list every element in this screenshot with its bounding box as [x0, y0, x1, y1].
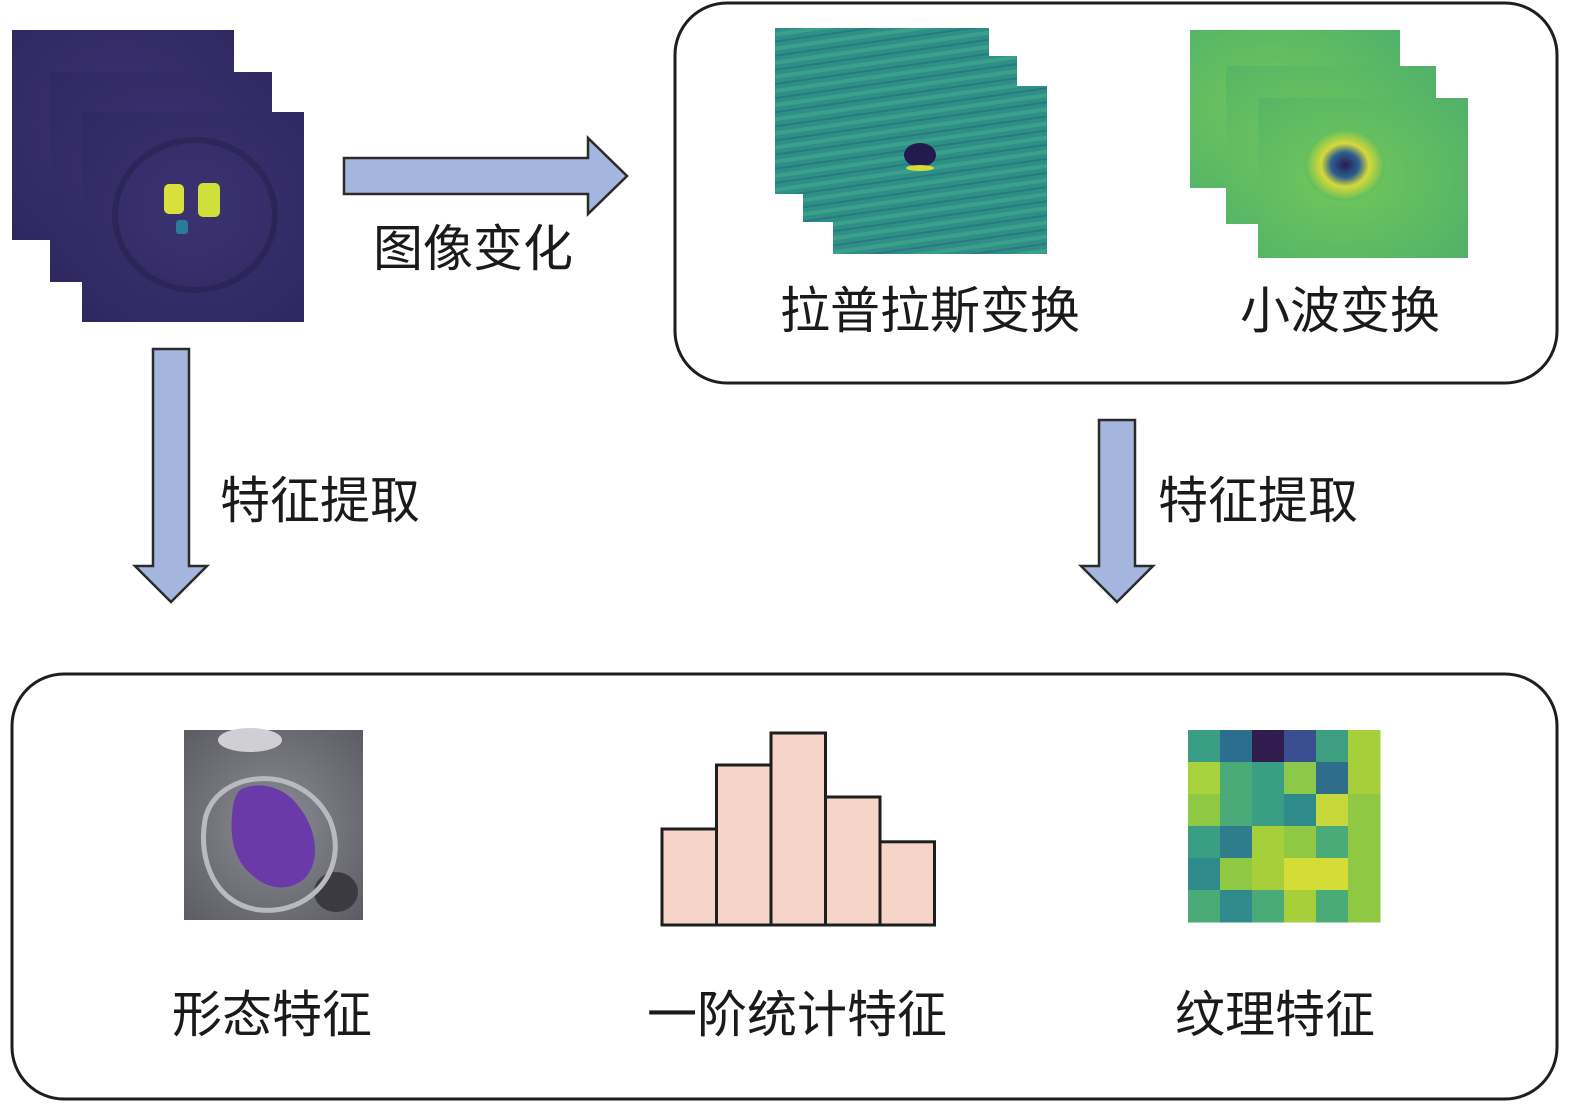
shape-feature-image: [184, 728, 363, 920]
texture-cell: [1220, 730, 1253, 763]
texture-cell: [1284, 858, 1317, 891]
arrow-right-icon: [342, 135, 629, 217]
first-order-feature-label: 一阶统计特征: [647, 986, 947, 1044]
histogram-bar: [878, 840, 936, 927]
texture-cell: [1188, 858, 1221, 891]
texture-cell: [1252, 858, 1285, 891]
texture-cell: [1220, 826, 1253, 859]
texture-feature-label: 纹理特征: [1175, 986, 1375, 1044]
texture-cell: [1188, 826, 1221, 859]
texture-cell: [1220, 858, 1253, 891]
ct-bowel-right: [314, 872, 358, 912]
texture-cell: [1284, 762, 1317, 795]
histogram-bar: [769, 731, 827, 927]
texture-cell: [1188, 730, 1221, 763]
texture-cell: [1316, 794, 1349, 827]
laplacian-stack: [775, 28, 1047, 254]
texture-cell: [1284, 794, 1317, 827]
texture-cell: [1348, 890, 1381, 923]
texture-cell: [1316, 730, 1349, 763]
histogram-bar: [660, 827, 718, 927]
wavelet-label: 小波变换: [1240, 282, 1440, 340]
arrow-down-icon: [1077, 418, 1157, 604]
tumor-blob-left: [164, 184, 184, 214]
organ-outline: [112, 137, 278, 293]
right-extract-label: 特征提取: [1158, 472, 1358, 530]
tumor-mask: [231, 785, 316, 888]
transform-arrow: 图像变化: [342, 135, 629, 278]
histogram-bar: [715, 763, 773, 927]
texture-cell: [1252, 762, 1285, 795]
texture-cell: [1220, 890, 1253, 923]
texture-cell: [1316, 858, 1349, 891]
texture-cell: [1188, 794, 1221, 827]
tumor-blob-small: [176, 220, 188, 234]
texture-cell: [1220, 762, 1253, 795]
image-transform-label: 图像变化: [373, 220, 573, 278]
texture-cell: [1316, 826, 1349, 859]
histogram-chart: [660, 731, 936, 927]
laplacian-label: 拉普拉斯变换: [780, 282, 1080, 340]
laplacian-spot-rim: [906, 165, 934, 171]
arrow-down-icon: [131, 347, 211, 604]
left-extract-arrow: 特征提取: [131, 347, 420, 604]
texture-cell: [1348, 794, 1381, 827]
transform-box-frame: [673, 1, 1559, 385]
shape-feature-label: 形态特征: [172, 986, 372, 1044]
transform-box: 拉普拉斯变换 小波变换: [673, 1, 1559, 385]
laplacian-slice-front: [833, 86, 1047, 254]
features-box-frame: [10, 672, 1559, 1101]
texture-cell: [1316, 762, 1349, 795]
wavelet-stack: [1190, 30, 1468, 258]
texture-cell: [1348, 858, 1381, 891]
texture-cell: [1252, 890, 1285, 923]
histogram-bar: [824, 795, 882, 927]
texture-cell: [1348, 762, 1381, 795]
ct-organ-wall: [201, 776, 338, 913]
texture-cell: [1252, 826, 1285, 859]
texture-cell: [1188, 762, 1221, 795]
texture-cell: [1284, 826, 1317, 859]
texture-cell: [1348, 730, 1381, 763]
wavelet-ring: [1305, 129, 1385, 201]
ct-bowel-top: [218, 728, 282, 752]
texture-cell: [1316, 890, 1349, 923]
tumor-blob-right: [198, 183, 220, 217]
texture-matrix: [1188, 730, 1381, 923]
texture-cell: [1188, 890, 1221, 923]
left-extract-label: 特征提取: [220, 472, 420, 530]
features-box: 形态特征 一阶统计特征 纹理特征: [10, 672, 1559, 1101]
texture-cell: [1348, 826, 1381, 859]
input-image-stack: [12, 30, 304, 322]
laplacian-spot: [904, 143, 936, 167]
texture-cell: [1284, 730, 1317, 763]
texture-cell: [1284, 890, 1317, 923]
texture-cell: [1252, 730, 1285, 763]
right-extract-arrow: 特征提取: [1077, 418, 1358, 604]
texture-cell: [1220, 794, 1253, 827]
texture-cell: [1252, 794, 1285, 827]
